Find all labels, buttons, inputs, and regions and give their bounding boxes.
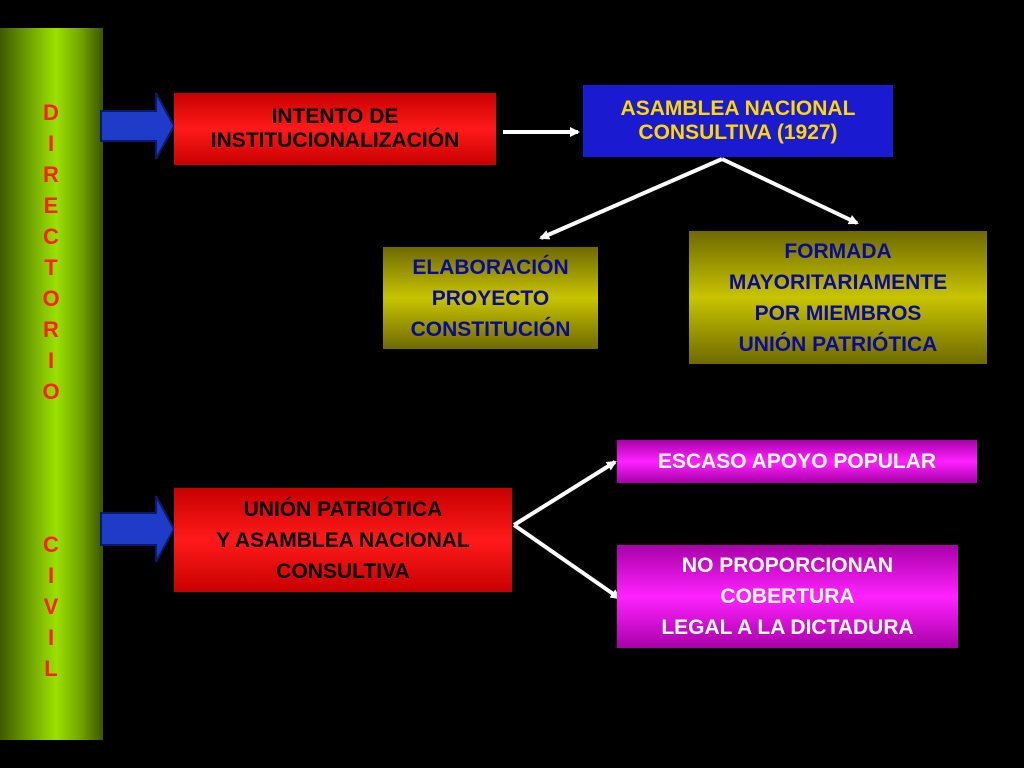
- arrow-asamblea-to-elaboracion: [539, 157, 723, 240]
- arrow-union-to-escaso: [512, 460, 617, 527]
- box-elaboracion-proyecto: ELABORACIÓN PROYECTO CONSTITUCIÓN: [383, 247, 598, 349]
- blue-block-arrow-top: [100, 92, 176, 160]
- arrow-asamblea-to-formada: [721, 157, 859, 225]
- sidebar-bar: [0, 28, 103, 740]
- box-escaso-apoyo: ESCASO APOYO POPULAR: [617, 440, 977, 483]
- blue-block-arrow-bottom: [100, 495, 176, 563]
- box-union-patriotica: UNIÓN PATRIÓTICA Y ASAMBLEA NACIONAL CON…: [174, 488, 512, 592]
- arrow-union-to-no-proporcionan: [512, 523, 621, 600]
- box-no-proporcionan: NO PROPORCIONAN COBERTURA LEGAL A LA DIC…: [617, 545, 958, 648]
- vertical-title-civil: C I V I L: [43, 532, 59, 681]
- box-asamblea-nacional: ASAMBLEA NACIONAL CONSULTIVA (1927): [583, 85, 893, 157]
- box-formada-mayoritariamente: FORMADA MAYORITARIAMENTE POR MIEMBROS UN…: [689, 231, 987, 364]
- box-intento-institucionalizacion: INTENTO DE INSTITUCIONALIZACIÓN: [174, 93, 496, 165]
- vertical-title-directorio: D I R E C T O R I O: [42, 100, 60, 404]
